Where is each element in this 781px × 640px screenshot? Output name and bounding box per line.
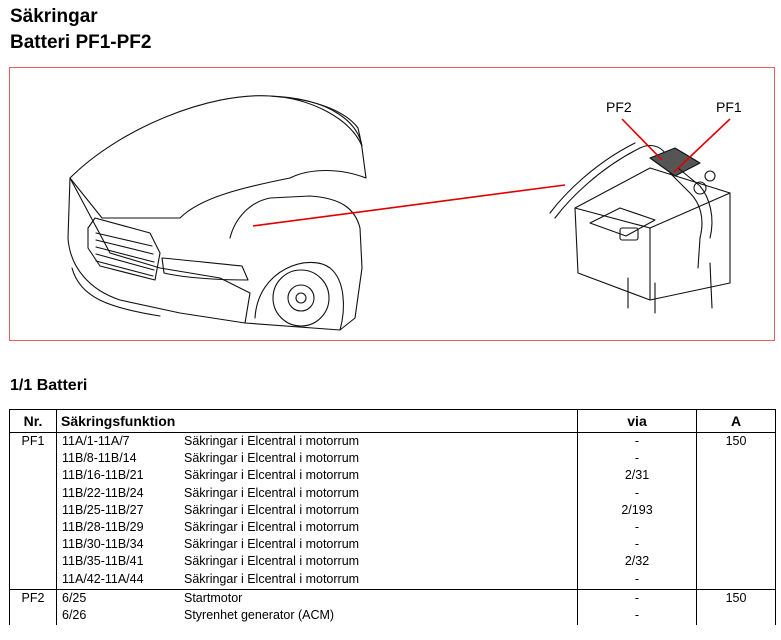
- fuse-code: 11B/25-11B/27: [62, 502, 144, 517]
- car-battery-illustration: PF2 PF1: [67, 95, 742, 331]
- fuse-desc: Säkringar i Elcentral i motorrum: [184, 554, 360, 569]
- fuse-desc: Säkringar i Elcentral i motorrum: [184, 519, 360, 534]
- fuse-desc: Säkringar i Elcentral i motorrum: [184, 571, 360, 586]
- function-line: 11B/30-11B/34 Säkringar i Elcentral i mot…: [57, 536, 577, 553]
- amp-value: 150: [725, 590, 747, 605]
- car-side: [229, 195, 363, 331]
- via-value: -: [634, 590, 640, 605]
- via-value: -: [634, 571, 640, 586]
- section-title: 1/1 Batteri: [10, 377, 88, 394]
- battery-drawing: [549, 142, 731, 314]
- header-via: via: [577, 409, 697, 433]
- via-value: 2/31: [624, 468, 650, 483]
- fuse-desc: Startmotor: [184, 590, 243, 605]
- via-value: -: [634, 607, 640, 622]
- fuse-desc: Säkringar i Elcentral i motorrum: [184, 434, 360, 448]
- fuse-nr: PF2: [21, 590, 45, 605]
- via-value: 2/193: [621, 502, 653, 517]
- via-value: -: [634, 451, 640, 466]
- via-value: -: [634, 485, 640, 500]
- function-line: 11B/22-11B/24 Säkringar i Elcentral i mot…: [57, 485, 577, 502]
- function-line: 6/25 Startmotor: [57, 590, 577, 607]
- fuse-group-pf2: PF2 6/25 Startmotor 6/26 Styrenhet generat…: [9, 589, 776, 626]
- fuse-code: 11B/8-11B/14: [62, 451, 137, 466]
- via-value: -: [634, 537, 640, 552]
- function-line: 11B/8-11B/14 Säkringar i Elcentral i moto…: [57, 450, 577, 467]
- fuse-table: Nr. Säkringsfunktion via A PF1 11A/1-11A…: [9, 409, 776, 626]
- function-line: 11B/25-11B/27 Säkringar i Elcentral i mot…: [57, 502, 577, 519]
- fuse-code: 11B/28-11B/29: [62, 519, 144, 534]
- fuse-code: 11B/16-11B/21: [62, 468, 144, 483]
- car-wheel-arch: [254, 261, 344, 331]
- fuse-desc: Säkringar i Elcentral i motorrum: [184, 451, 360, 466]
- page-title: Säkringar: [10, 6, 98, 27]
- fuse-desc: Styrenhet generator (ACM): [184, 607, 335, 622]
- fuse-nr: PF1: [21, 434, 45, 448]
- table-row: PF2 6/25 Startmotor 6/26 Styrenhet generat…: [9, 589, 776, 626]
- fuse-code: 11B/35-11B/41: [62, 554, 144, 569]
- function-line: 11B/28-11B/29 Säkringar i Elcentral i mot…: [57, 519, 577, 536]
- via-value: -: [634, 519, 640, 534]
- function-line: 11A/1-11A/7 Säkringar i Elcentral i motor…: [57, 433, 577, 450]
- page-subtitle: Batteri PF1-PF2: [10, 32, 152, 53]
- fuse-desc: Säkringar i Elcentral i motorrum: [184, 502, 360, 517]
- amp-value: 150: [725, 434, 747, 448]
- function-line: 11B/16-11B/21 Säkringar i Elcentral i mot…: [57, 467, 577, 484]
- header-function: Säkringsfunktion: [56, 409, 578, 433]
- car-headlight: [161, 257, 249, 281]
- fuse-code: 6/25: [62, 590, 87, 605]
- car-front: [67, 177, 251, 324]
- function-line: 11B/35-11B/41 Säkringar i Elcentral i mot…: [57, 553, 577, 570]
- fuse-code: 11A/1-11A/7: [62, 434, 130, 448]
- fuse-desc: Säkringar i Elcentral i motorrum: [184, 485, 360, 500]
- battery-location-figure: PF2 PF1: [9, 67, 775, 341]
- fuse-desc: Säkringar i Elcentral i motorrum: [184, 537, 360, 552]
- function-line: 6/26 Styrenhet generator (ACM): [57, 607, 577, 624]
- fuse-code: 11A/42-11A/44: [62, 571, 144, 586]
- car-grille: [87, 217, 161, 281]
- function-line: 11A/42-11A/44 Säkringar i Elcentral i mot…: [57, 571, 577, 588]
- car-hood-outline: [69, 95, 367, 219]
- table-header-row: Nr. Säkringsfunktion via A: [9, 409, 776, 433]
- car-windshield: [269, 95, 363, 147]
- fuse-code: 6/26: [62, 607, 87, 622]
- header-nr: Nr.: [9, 409, 57, 433]
- fuse-code: 11B/22-11B/24: [62, 485, 144, 500]
- fuse-code: 11B/30-11B/34: [62, 537, 144, 552]
- pf1-label: PF1: [716, 99, 742, 115]
- via-value: 2/32: [624, 554, 650, 569]
- fuse-desc: Säkringar i Elcentral i motorrum: [184, 468, 360, 483]
- pf2-label: PF2: [606, 99, 632, 115]
- header-amp: A: [696, 409, 776, 433]
- battery-fuse-block: [649, 147, 701, 177]
- via-value: -: [634, 434, 640, 448]
